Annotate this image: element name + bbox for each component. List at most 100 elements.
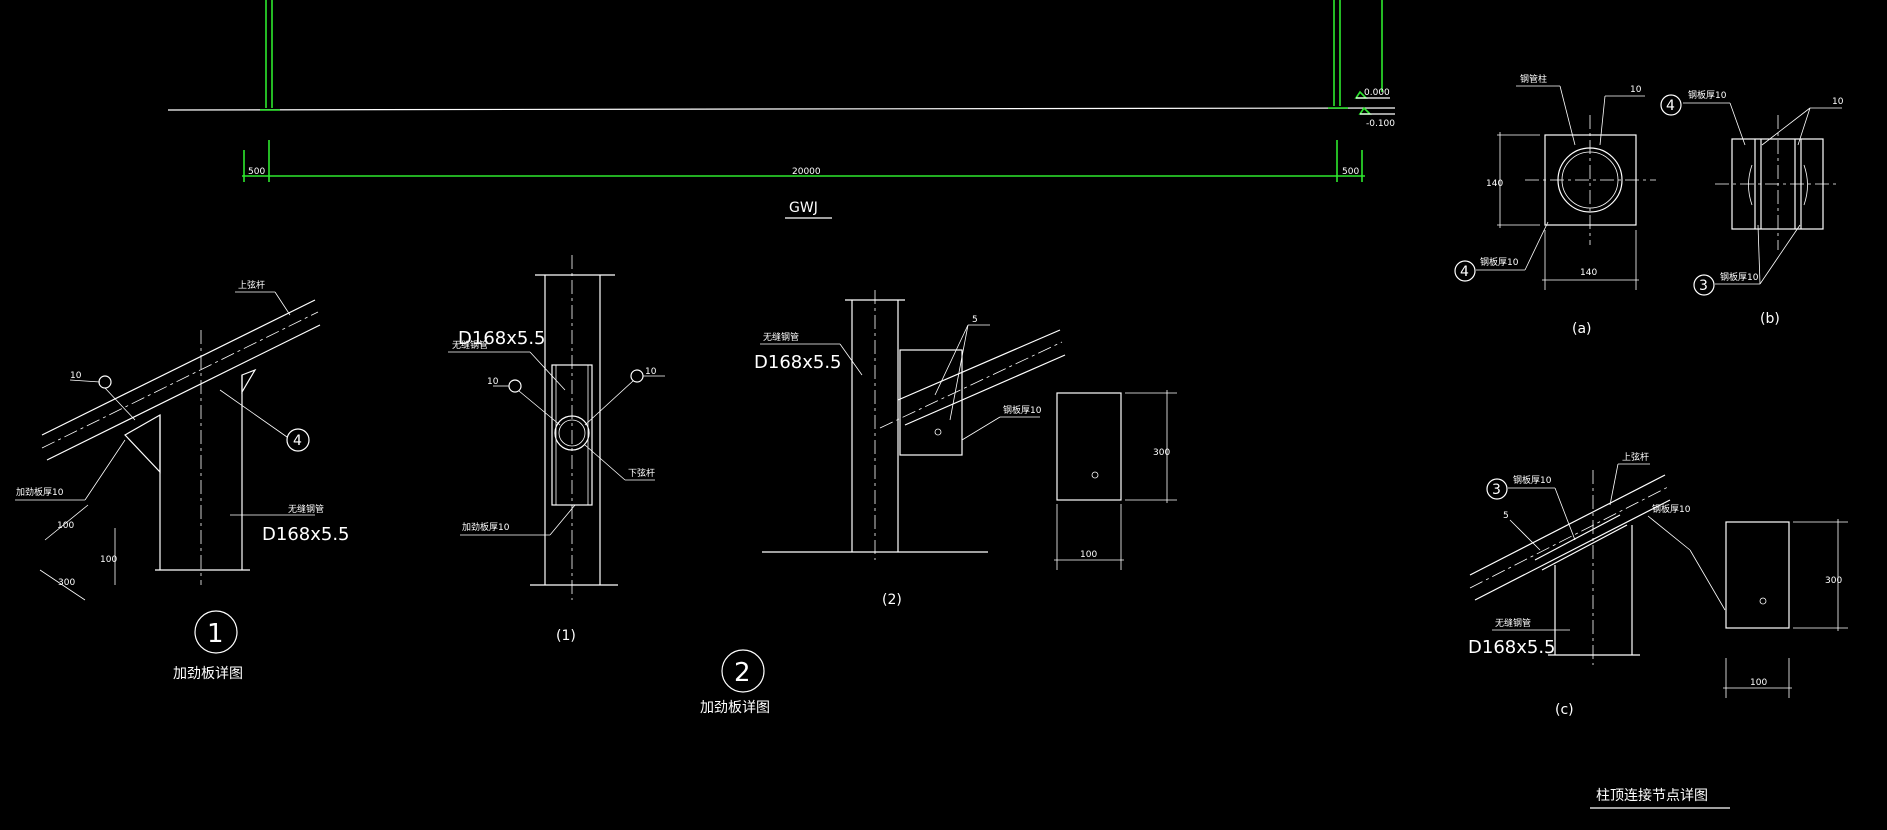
dim-a-text: 100	[57, 521, 74, 531]
chord-section-circle	[554, 415, 590, 451]
pipe-label-small: 无缝钢管	[288, 503, 324, 515]
top-chord-axis	[41, 311, 319, 449]
plate-label: 钢板厚10	[1480, 256, 1519, 268]
weld-text: 10	[1630, 85, 1642, 95]
weld-symbol-circle	[98, 375, 112, 389]
chord-leader	[584, 444, 626, 481]
weld-leader	[1599, 95, 1606, 146]
detail-1: 10 上弦杆 4 无缝钢管 D168x5.5 加劲板厚10 100 100 30…	[15, 279, 350, 682]
dim-a-line	[44, 504, 89, 541]
pipe-label-small: 无缝钢管	[1495, 617, 1531, 629]
plate-detail-hole	[1091, 471, 1099, 479]
weld-2-leader-a	[934, 324, 969, 396]
pipe-label-leader	[529, 351, 566, 391]
gusset-plate	[899, 349, 963, 456]
plate-detail	[1056, 392, 1122, 501]
dim-left-text: 500	[248, 167, 265, 177]
plate-label-2-leader	[1647, 515, 1691, 551]
frame-elevation: 500 20000 500 0.000 -0.100 GWJ	[167, 0, 1396, 219]
pipe-spec-1: D168x5.5	[458, 328, 546, 349]
detail-a: 钢管柱 10 140 140 4 钢板厚10 (a)	[1454, 73, 1656, 337]
sub2-caption: (2)	[882, 592, 902, 608]
weld-text: 10	[1832, 97, 1844, 107]
plate-label-2-leader-b	[1689, 549, 1726, 611]
pipe-arc-left	[1748, 164, 1753, 206]
dim-b-text: 100	[100, 555, 117, 565]
ref-marker-4-leader	[219, 389, 288, 438]
dim-right-text: 500	[1342, 167, 1359, 177]
brace-axis	[879, 341, 1063, 429]
weld-leader-2	[1761, 107, 1811, 146]
plate-edge-2	[1541, 524, 1628, 571]
chord-lower	[1474, 499, 1671, 601]
detail-1-marker-circle	[194, 610, 238, 654]
weld-size-text: 10	[70, 371, 82, 381]
weld-right-text: 10	[645, 367, 657, 377]
plate-detail-hole	[1759, 597, 1767, 605]
top-chord-label: 上弦杆	[1622, 451, 1649, 463]
plate-label-2: 钢板厚10	[1652, 503, 1691, 515]
top-chord-lower	[46, 324, 321, 461]
detail-2-marker-circle	[721, 649, 765, 693]
marker-4-circle	[1454, 260, 1476, 282]
marker-4: 4	[1460, 264, 1469, 280]
detail-2-sub1: 10 10 无缝钢管 D168x5.5 下弦杆 加劲板厚10 (1)	[448, 255, 665, 644]
detail-1-caption: 加劲板详图	[173, 666, 243, 682]
label-top: 钢板厚10	[1688, 89, 1727, 101]
chord-upper	[1469, 474, 1666, 576]
dim-width-text: 100	[1750, 678, 1767, 688]
weld-left-text: 10	[487, 377, 499, 387]
top-chord-leader	[1609, 463, 1619, 506]
label-top-leader	[1729, 102, 1746, 146]
caption-a: (a)	[1572, 321, 1592, 337]
plate-edge-1	[1534, 514, 1621, 561]
brace-upper	[897, 329, 1061, 401]
top-chord-leader	[274, 291, 291, 316]
marker-3-circle	[1693, 274, 1715, 296]
pipe-spec-2: D168x5.5	[754, 352, 842, 373]
elev-mark-bottom	[1358, 106, 1372, 115]
elev-bottom-text: -0.100	[1366, 119, 1395, 129]
plate-label: 加劲板厚10	[462, 521, 510, 533]
label-bottom-leader-2	[1757, 224, 1761, 285]
detail-1-marker: 1	[207, 619, 224, 649]
bolt-hole	[934, 428, 942, 436]
caption-b: (b)	[1760, 311, 1780, 327]
top-chord-upper	[41, 299, 316, 436]
label-top: 钢管柱	[1520, 73, 1547, 85]
detail-b: 4 钢板厚10 10 3 钢板厚10 (b)	[1660, 89, 1844, 327]
detail-c: 3 钢板厚10 上弦杆 5 钢板厚10 无缝钢管 D168x5.5 300 10…	[1468, 451, 1848, 718]
plate-label: 钢板厚10	[1513, 474, 1552, 486]
weld-circle-right	[630, 369, 644, 383]
pipe-spec: D168x5.5	[1468, 637, 1556, 658]
drawing-title: 柱顶连接节点详图	[1596, 787, 1708, 804]
ground-line	[167, 107, 1396, 111]
ref-marker-4: 4	[293, 433, 302, 449]
caption-c: (c)	[1555, 702, 1574, 718]
stiffener-plate	[551, 364, 593, 506]
dim-c-line	[39, 569, 86, 601]
pipe-arc-right	[1803, 164, 1808, 206]
weld-circle-left	[508, 379, 522, 393]
detail-2-marker-group: 2 加劲板详图	[700, 649, 770, 716]
top-chord-label: 上弦杆	[238, 279, 265, 291]
pipe-leader	[839, 343, 863, 376]
stiffener-left	[124, 413, 161, 474]
label-bottom: 钢板厚10	[1720, 271, 1759, 283]
elev-top-text: 0.000	[1364, 88, 1390, 98]
plate-leader	[1524, 221, 1549, 271]
dim-height-text: 300	[1153, 448, 1170, 458]
dim-c-text: 300	[58, 578, 75, 588]
plate-label-2: 钢板厚10	[1003, 404, 1042, 416]
dim-side-text: 140	[1486, 179, 1503, 189]
pipe-label-small: 无缝钢管	[763, 331, 799, 343]
chord-section-inner	[558, 419, 586, 447]
weld-leader-1	[1797, 107, 1811, 146]
detail-2-caption: 加劲板详图	[700, 700, 770, 716]
weld-text: 5	[1503, 511, 1509, 521]
weld-2-leader-b	[949, 324, 969, 421]
marker-3: 3	[1492, 482, 1501, 498]
pipe-spec: D168x5.5	[262, 524, 350, 545]
detail-2-marker: 2	[734, 658, 751, 688]
